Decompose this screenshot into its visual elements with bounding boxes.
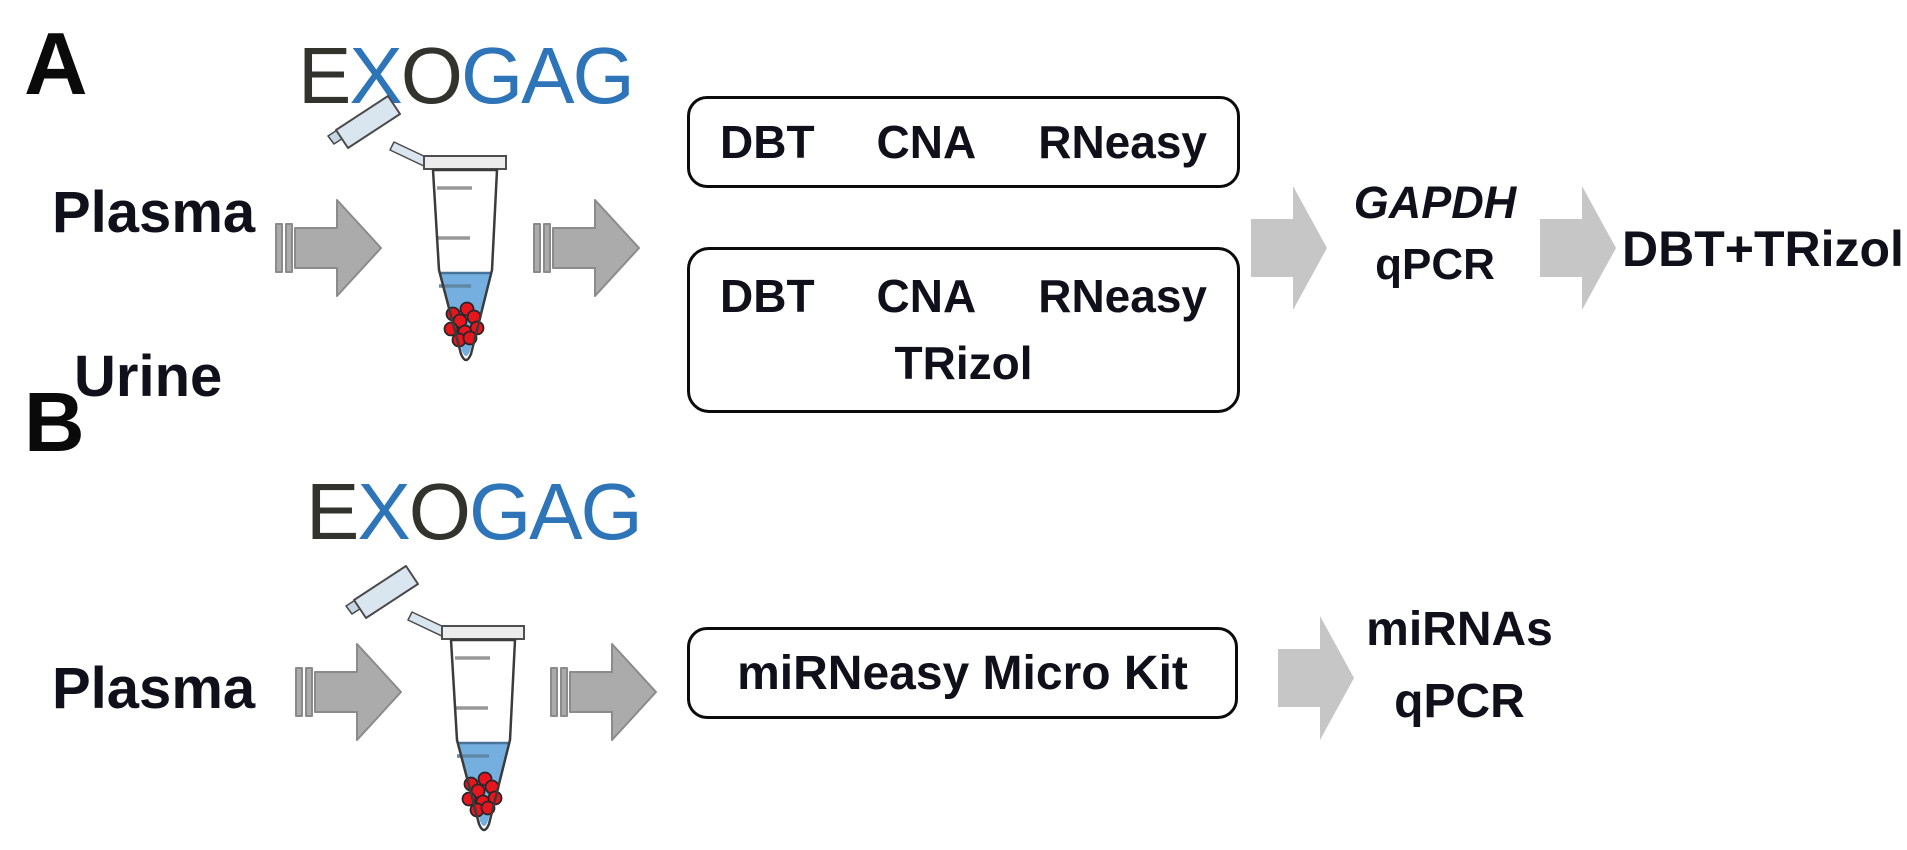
sample-label-plasma: Plasma — [52, 656, 256, 721]
logo-letter: E — [306, 467, 359, 556]
kit-label: CNA — [876, 270, 977, 323]
logo-letter: X — [349, 31, 402, 120]
flow-arrow-icon — [1540, 186, 1616, 310]
exogag-logo: EXOGAG — [306, 472, 643, 552]
striped-arrow-icon — [275, 199, 382, 297]
kit-label: DBT — [720, 115, 815, 168]
kit-label: miRNeasy Micro Kit — [737, 646, 1188, 700]
kits-row: DBT CNA RNeasy — [720, 117, 1207, 168]
output-method-label: qPCR — [1394, 675, 1525, 728]
striped-arrow-icon — [295, 643, 402, 741]
flow-arrow-icon — [1278, 616, 1354, 740]
kit-label: DBT — [720, 270, 815, 323]
urine-kits-box: DBT CNA RNeasy TRizol — [687, 247, 1240, 413]
kit-label: RNeasy — [1038, 270, 1207, 323]
logo-letters: GAG — [468, 467, 643, 556]
mirnas-qpcr-step: miRNAs qPCR — [1362, 594, 1557, 738]
striped-arrow-icon — [533, 199, 640, 297]
sample-label-urine: Urine — [74, 344, 223, 409]
logo-letter: X — [357, 467, 410, 556]
logo-letter: O — [408, 467, 471, 556]
exogag-logo: EXOGAG — [298, 36, 635, 116]
gapdh-qpcr-step: GAPDH qPCR — [1340, 172, 1530, 296]
output-target-label: miRNAs — [1366, 603, 1553, 656]
panel-b-label: B — [24, 375, 85, 469]
kit-label: TRizol — [894, 337, 1033, 389]
mirneasy-kit-box: miRNeasy Micro Kit — [687, 627, 1238, 719]
kits-row: TRizol — [895, 338, 1033, 389]
qc-method-label: qPCR — [1375, 240, 1495, 289]
panel-a-label: A — [24, 14, 88, 113]
microtube-icon — [338, 560, 538, 850]
flow-arrow-icon — [1251, 186, 1327, 310]
sample-label-plasma: Plasma — [52, 180, 256, 245]
plasma-kits-box: DBT CNA RNeasy — [687, 96, 1240, 188]
qc-gene-label: GAPDH — [1353, 177, 1517, 228]
kit-label: CNA — [876, 115, 977, 168]
logo-letter: E — [298, 31, 351, 120]
selected-method-label: DBT+TRizol — [1622, 221, 1904, 277]
kits-row: DBT CNA RNeasy — [720, 271, 1207, 322]
logo-letter: O — [400, 31, 463, 120]
striped-arrow-icon — [550, 643, 657, 741]
kit-label: RNeasy — [1038, 115, 1207, 168]
logo-letters: GAG — [460, 31, 635, 120]
microtube-icon — [320, 90, 520, 380]
